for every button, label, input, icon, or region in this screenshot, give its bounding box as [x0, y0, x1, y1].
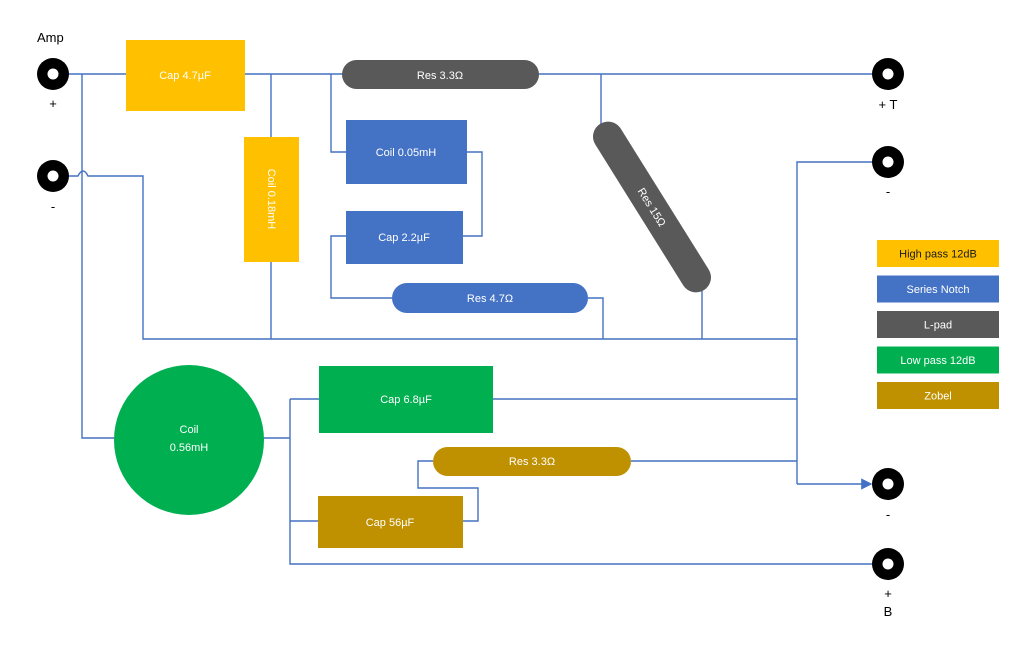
legend-label: Series Notch — [907, 284, 970, 296]
res-3.3ohm-lpad: Res 3.3Ω — [342, 60, 539, 89]
svg-text:Res 3.3Ω: Res 3.3Ω — [509, 456, 555, 468]
legend-swatch — [877, 311, 999, 338]
legend-item: Series Notch — [877, 275, 999, 303]
wire-common-minus — [796, 161, 885, 484]
svg-text:Res 4.7Ω: Res 4.7Ω — [467, 293, 513, 305]
wire-zobel-cap-to-res — [417, 460, 479, 522]
legend-label: L-pad — [924, 320, 952, 332]
wire-amp-plus-to-lowpass-coil — [81, 74, 115, 439]
res-3.3ohm-zobel: Res 3.3Ω — [433, 447, 631, 476]
svg-text:Cap 2.2µF: Cap 2.2µF — [378, 232, 430, 244]
svg-text:Coil 0.18mH: Coil 0.18mH — [265, 169, 277, 230]
terminal-amp-minus — [37, 160, 69, 192]
terminal-amp-plus — [37, 58, 69, 90]
wire-lowpass-node — [289, 399, 885, 565]
res-4.7ohm-notch: Res 4.7Ω — [392, 283, 588, 313]
svg-text:Coil: Coil — [180, 424, 199, 436]
cap-56uF-zobel: Cap 56µF — [318, 496, 463, 548]
terminal-treble-minus — [872, 146, 904, 178]
legend-label: High pass 12dB — [899, 249, 977, 261]
svg-text:Cap 6.8µF: Cap 6.8µF — [380, 394, 432, 406]
amp-plus-label: + — [49, 96, 57, 111]
legend-item: Low pass 12dB — [877, 346, 999, 374]
legend-label: Zobel — [924, 391, 952, 403]
legend-swatch — [877, 382, 999, 409]
legend-swatch — [877, 275, 999, 303]
cap-4.7uF-highpass: Cap 4.7µF — [126, 40, 245, 111]
wire-rail-to-notch-coil — [330, 74, 346, 153]
coil-0.56mH-lowpass: Coil 0.56mH — [114, 365, 264, 515]
bass-letter-label: B — [884, 604, 893, 619]
legend-item: L-pad — [877, 311, 999, 338]
bass-plus-label: + — [884, 586, 892, 601]
amp-title: Amp — [37, 30, 64, 45]
wire-notch-cap-to-res — [330, 235, 392, 299]
cap-6.8uF-lowpass: Cap 6.8µF — [319, 366, 493, 433]
legend-item: High pass 12dB — [877, 240, 999, 267]
wire-notch-coil-to-cap — [463, 151, 483, 237]
coil-0.05mH-notch: Coil 0.05mH — [346, 120, 467, 184]
svg-text:Cap 56µF: Cap 56µF — [366, 517, 415, 529]
coil-0.18mH-highpass: Coil 0.18mH — [244, 137, 299, 262]
terminal-bass-minus — [872, 468, 904, 500]
amp-minus-label: - — [51, 199, 55, 214]
svg-text:Coil 0.05mH: Coil 0.05mH — [376, 147, 437, 159]
legend-swatch — [877, 346, 999, 374]
svg-text:0.56mH: 0.56mH — [170, 442, 209, 454]
legend-swatch — [877, 240, 999, 267]
cap-2.2uF-notch: Cap 2.2µF — [346, 211, 463, 264]
res-15ohm-lpad: Res 15Ω — [593, 121, 711, 293]
legend-item: Zobel — [877, 382, 999, 409]
terminal-bass-plus — [872, 548, 904, 580]
wire-amp-minus-return — [68, 170, 797, 340]
svg-text:Res 3.3Ω: Res 3.3Ω — [417, 70, 463, 82]
bass-minus-label: - — [886, 507, 890, 522]
terminal-treble-plus — [872, 58, 904, 90]
treble-plus-label: + T — [879, 97, 898, 112]
terminals — [37, 58, 904, 580]
legend-label: Low pass 12dB — [900, 355, 975, 367]
wire-notch-res-to-return — [588, 297, 604, 339]
svg-text:Cap 4.7µF: Cap 4.7µF — [159, 70, 211, 82]
treble-minus-label: - — [886, 184, 890, 199]
